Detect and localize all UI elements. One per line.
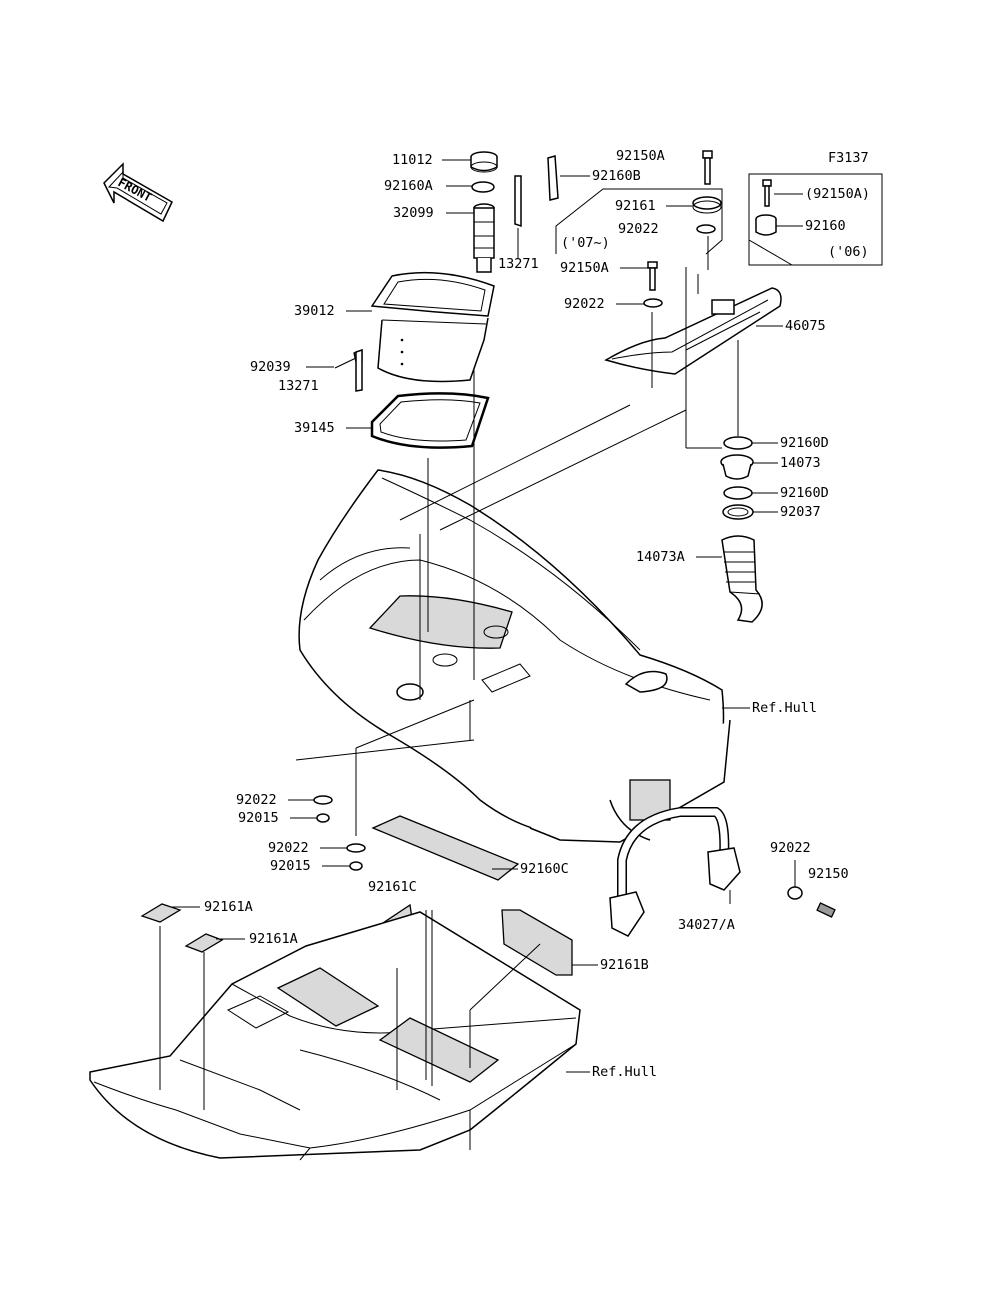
label-34027A: 34027/A (678, 917, 735, 933)
storage-box-39012 (370, 271, 495, 383)
label-ref-hull-upper: Ref.Hull (752, 700, 817, 716)
fitting-14073 (720, 454, 754, 480)
label-92161A-b: 92161A (249, 931, 298, 947)
label-14073A: 14073A (636, 549, 685, 565)
decal-92161A-a (140, 903, 182, 923)
grommet-92161 (692, 196, 722, 214)
storage-cap-11012 (470, 151, 498, 173)
nut-92015-lower-b (349, 861, 363, 871)
decal-92161A-b (184, 933, 224, 953)
washer-92022-mid (643, 298, 663, 308)
label-92150A-top: 92150A (616, 148, 665, 164)
leader-lines-lower (159, 910, 541, 1110)
drain-fitting-32099 (473, 203, 495, 273)
plate-13271-lower (355, 348, 363, 392)
washer-92022-lower-b (346, 843, 366, 853)
decal-92160B (547, 155, 559, 201)
clamp-92037 (722, 504, 754, 520)
bracket-07 (555, 188, 723, 255)
bolt-92150A-top (702, 150, 713, 185)
label-92015-lower-b: 92015 (270, 858, 311, 874)
label-46075: 46075 (785, 318, 826, 334)
label-92037: 92037 (780, 504, 821, 520)
label-07: ('07~) (561, 235, 610, 251)
label-39145: 39145 (294, 420, 335, 436)
o-ring-92160A (471, 181, 495, 193)
label-ref-hull-lower: Ref.Hull (592, 1064, 657, 1080)
decal-92161B (501, 909, 573, 976)
label-92160D-a: 92160D (780, 435, 829, 451)
nut-92015-lower-a (316, 813, 330, 823)
handle-46075 (604, 287, 782, 375)
hose-14073A (721, 535, 763, 623)
label-11012: 11012 (392, 152, 433, 168)
o-ring-92160D-b (723, 486, 753, 500)
o-ring-92160D-a (723, 436, 753, 450)
plate-13271-upper (514, 175, 522, 228)
label-92160-box: 92160 (805, 218, 846, 234)
label-32099: 32099 (393, 205, 434, 221)
label-leaders (172, 159, 803, 1073)
label-92022-top: 92022 (618, 221, 659, 237)
label-92161B: 92161B (600, 957, 649, 973)
gasket-39145 (370, 392, 490, 449)
label-92022-lower-b: 92022 (268, 840, 309, 856)
label-92022-lower-a: 92022 (236, 792, 277, 808)
label-92015-lower-a: 92015 (238, 810, 279, 826)
label-92160D-b: 92160D (780, 485, 829, 501)
hull-rear-deck (298, 469, 731, 843)
label-92022-mid: 92022 (564, 296, 605, 312)
bolt-92150-right (816, 902, 836, 918)
label-06: ('06) (828, 244, 869, 260)
label-39012: 39012 (294, 303, 335, 319)
box-06 (748, 173, 883, 266)
label-13271-lower: 13271 (278, 378, 319, 394)
label-92161C: 92161C (368, 879, 417, 895)
label-92160C: 92160C (520, 861, 569, 877)
label-92150-right: 92150 (808, 866, 849, 882)
label-92160A: 92160A (384, 178, 433, 194)
label-92160B: 92160B (592, 168, 641, 184)
washer-92022-right (787, 886, 803, 900)
decal-92160C (371, 815, 520, 881)
front-arrow-icon: FRONT (103, 162, 173, 223)
label-92022-right: 92022 (770, 840, 811, 856)
label-92039: 92039 (250, 359, 291, 375)
label-92161: 92161 (615, 198, 656, 214)
alignment-lines (295, 236, 739, 836)
hull-lower (89, 911, 581, 1161)
label-13271-upper: 13271 (498, 256, 539, 272)
label-92150A-mid: 92150A (560, 260, 609, 276)
diagram-code: F3137 (828, 150, 869, 166)
label-92161A-a: 92161A (204, 899, 253, 915)
label-14073: 14073 (780, 455, 821, 471)
washer-92022-top (696, 224, 716, 234)
washer-92022-lower-a (313, 795, 333, 805)
label-92150A-box: (92150A) (805, 186, 870, 202)
bolt-92150A-mid (647, 261, 658, 291)
grab-bar-34027A (609, 807, 741, 937)
